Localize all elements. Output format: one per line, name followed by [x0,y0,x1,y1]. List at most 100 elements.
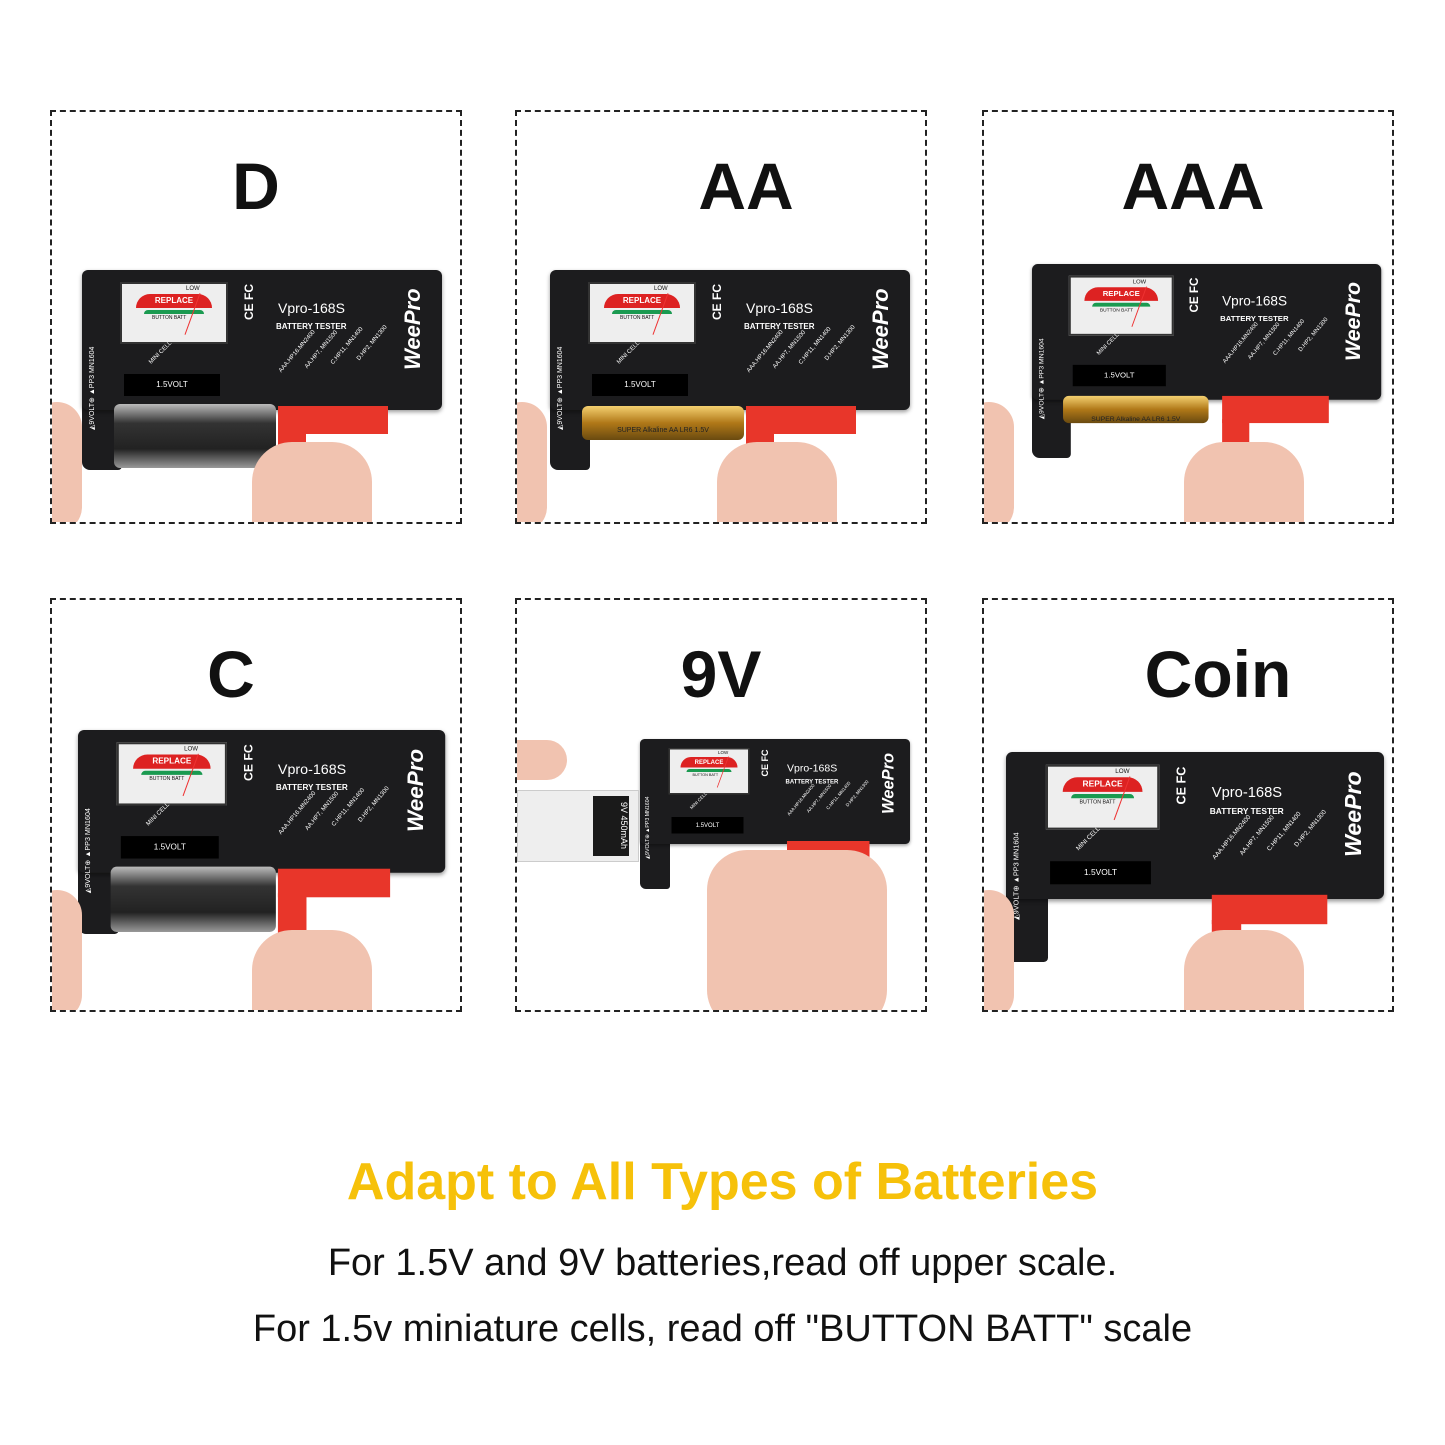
model-name: Vpro-168S [1211,783,1283,801]
button-batt-scale [141,770,203,775]
certification-marks: CE FC [242,284,256,320]
brand-logo: WeePro [868,288,893,370]
size-label: AAA.HP16.MN2400 [277,790,318,836]
mini-cell-label: MINI CELL [145,801,171,828]
button-batt-scale [1071,794,1135,799]
replace-scale: REPLACE [1062,777,1143,792]
button-batt-scale [686,769,732,772]
battery-cell [110,866,276,932]
finger [1184,442,1304,522]
battery-type-label: AA [698,149,794,223]
tester-subtitle: BATTERY TESTER [276,322,347,331]
size-label: AAA.HP16.MN2400 [746,329,785,374]
low-label: LOW [1132,279,1147,286]
finger [717,442,837,522]
brand-logo: WeePro [402,748,428,832]
model-name: Vpro-168S [278,300,345,316]
model-name: Vpro-168S [787,761,838,774]
replace-scale: REPLACE [680,757,738,768]
side-label: ◭9VOLT⊕ ▲PP3 MN1604 [1038,338,1046,420]
thumb [517,740,567,780]
brand-logo: WeePro [1340,281,1365,361]
button-batt-scale [1092,302,1151,307]
button-batt-label: BUTTON BATT [1099,307,1134,314]
certification-marks: CE FC [241,744,256,781]
battery-aa: SUPER Alkaline AA LR6 1.5V [582,406,744,440]
battery-slot-label: 1.5VOLT [124,374,220,396]
model-name: Vpro-168S [277,760,347,777]
button-batt-scale [144,310,204,314]
tester-subtitle: BATTERY TESTER [275,783,348,793]
battery-type-label: Coin [1144,637,1292,711]
finger [252,442,372,522]
finger [252,930,372,1010]
thumb [984,402,1014,522]
battery-slot-label: 1.5VOLT [592,374,688,396]
thumb [984,890,1014,1010]
battery-cell [114,404,276,468]
battery-slot-label: 1.5VOLT [120,836,219,859]
model-name: Vpro-168S [746,300,813,316]
brand-logo: WeePro [1339,771,1367,857]
size-label: AAA.HP16.MN2400 [278,329,317,374]
button-batt-label: BUTTON BATT [149,775,185,783]
tester-slider [746,406,856,434]
side-label: ◭9VOLT⊕ ▲PP3 MN1604 [557,346,564,430]
low-label: LOW [1115,768,1130,776]
tester-slider [1222,395,1329,424]
certification-marks: CE FC [1187,277,1201,313]
tester-slider [278,406,388,434]
size-label: AAA.HP16.MN2400 [787,783,817,817]
thumb [52,402,82,522]
mini-cell-label: MINI CELL [1096,332,1121,357]
thumb [52,890,82,1010]
tester-slider [1211,894,1328,925]
side-label: ◭9VOLT⊕ ▲PP3 MN1604 [1013,832,1021,920]
mini-cell-label: MINI CELL [1075,826,1102,853]
battery-slot-label: 1.5VOLT [671,817,744,834]
finger [1184,930,1304,1010]
certification-marks: CE FC [1174,766,1189,805]
low-label: LOW [718,751,729,756]
tester-subtitle: BATTERY TESTER [744,322,815,331]
replace-scale: REPLACE [136,294,212,308]
button-batt-label: BUTTON BATT [692,772,719,778]
battery-type-label: 9V [680,637,762,711]
tester-subtitle: BATTERY TESTER [1209,806,1284,817]
brand-logo: WeePro [400,288,425,370]
low-label: LOW [186,286,200,292]
tester-grip [640,836,670,889]
tester-subtitle: BATTERY TESTER [1220,314,1289,324]
certification-marks: CE FC [710,284,724,320]
button-batt-label: BUTTON BATT [620,315,655,321]
mini-cell-label: MINI CELL [689,791,709,811]
side-label: ◭9VOLT⊕ ▲PP3 MN1604 [645,796,651,859]
battery-slot-label: 1.5VOLT [1072,364,1166,387]
model-name: Vpro-168S [1222,293,1288,309]
finger [707,850,887,1010]
button-batt-label: BUTTON BATT [1079,799,1116,806]
battery-9v-label: 9V 450mAh [593,796,629,856]
replace-scale: REPLACE [133,754,211,769]
mini-cell-label: MINI CELL [148,340,174,366]
tester-slider [277,868,391,898]
thumb [517,402,547,522]
mini-cell-label: MINI CELL [616,340,642,366]
low-label: LOW [654,286,668,292]
size-label: AAA.HP16.MN2400 [1211,814,1253,862]
